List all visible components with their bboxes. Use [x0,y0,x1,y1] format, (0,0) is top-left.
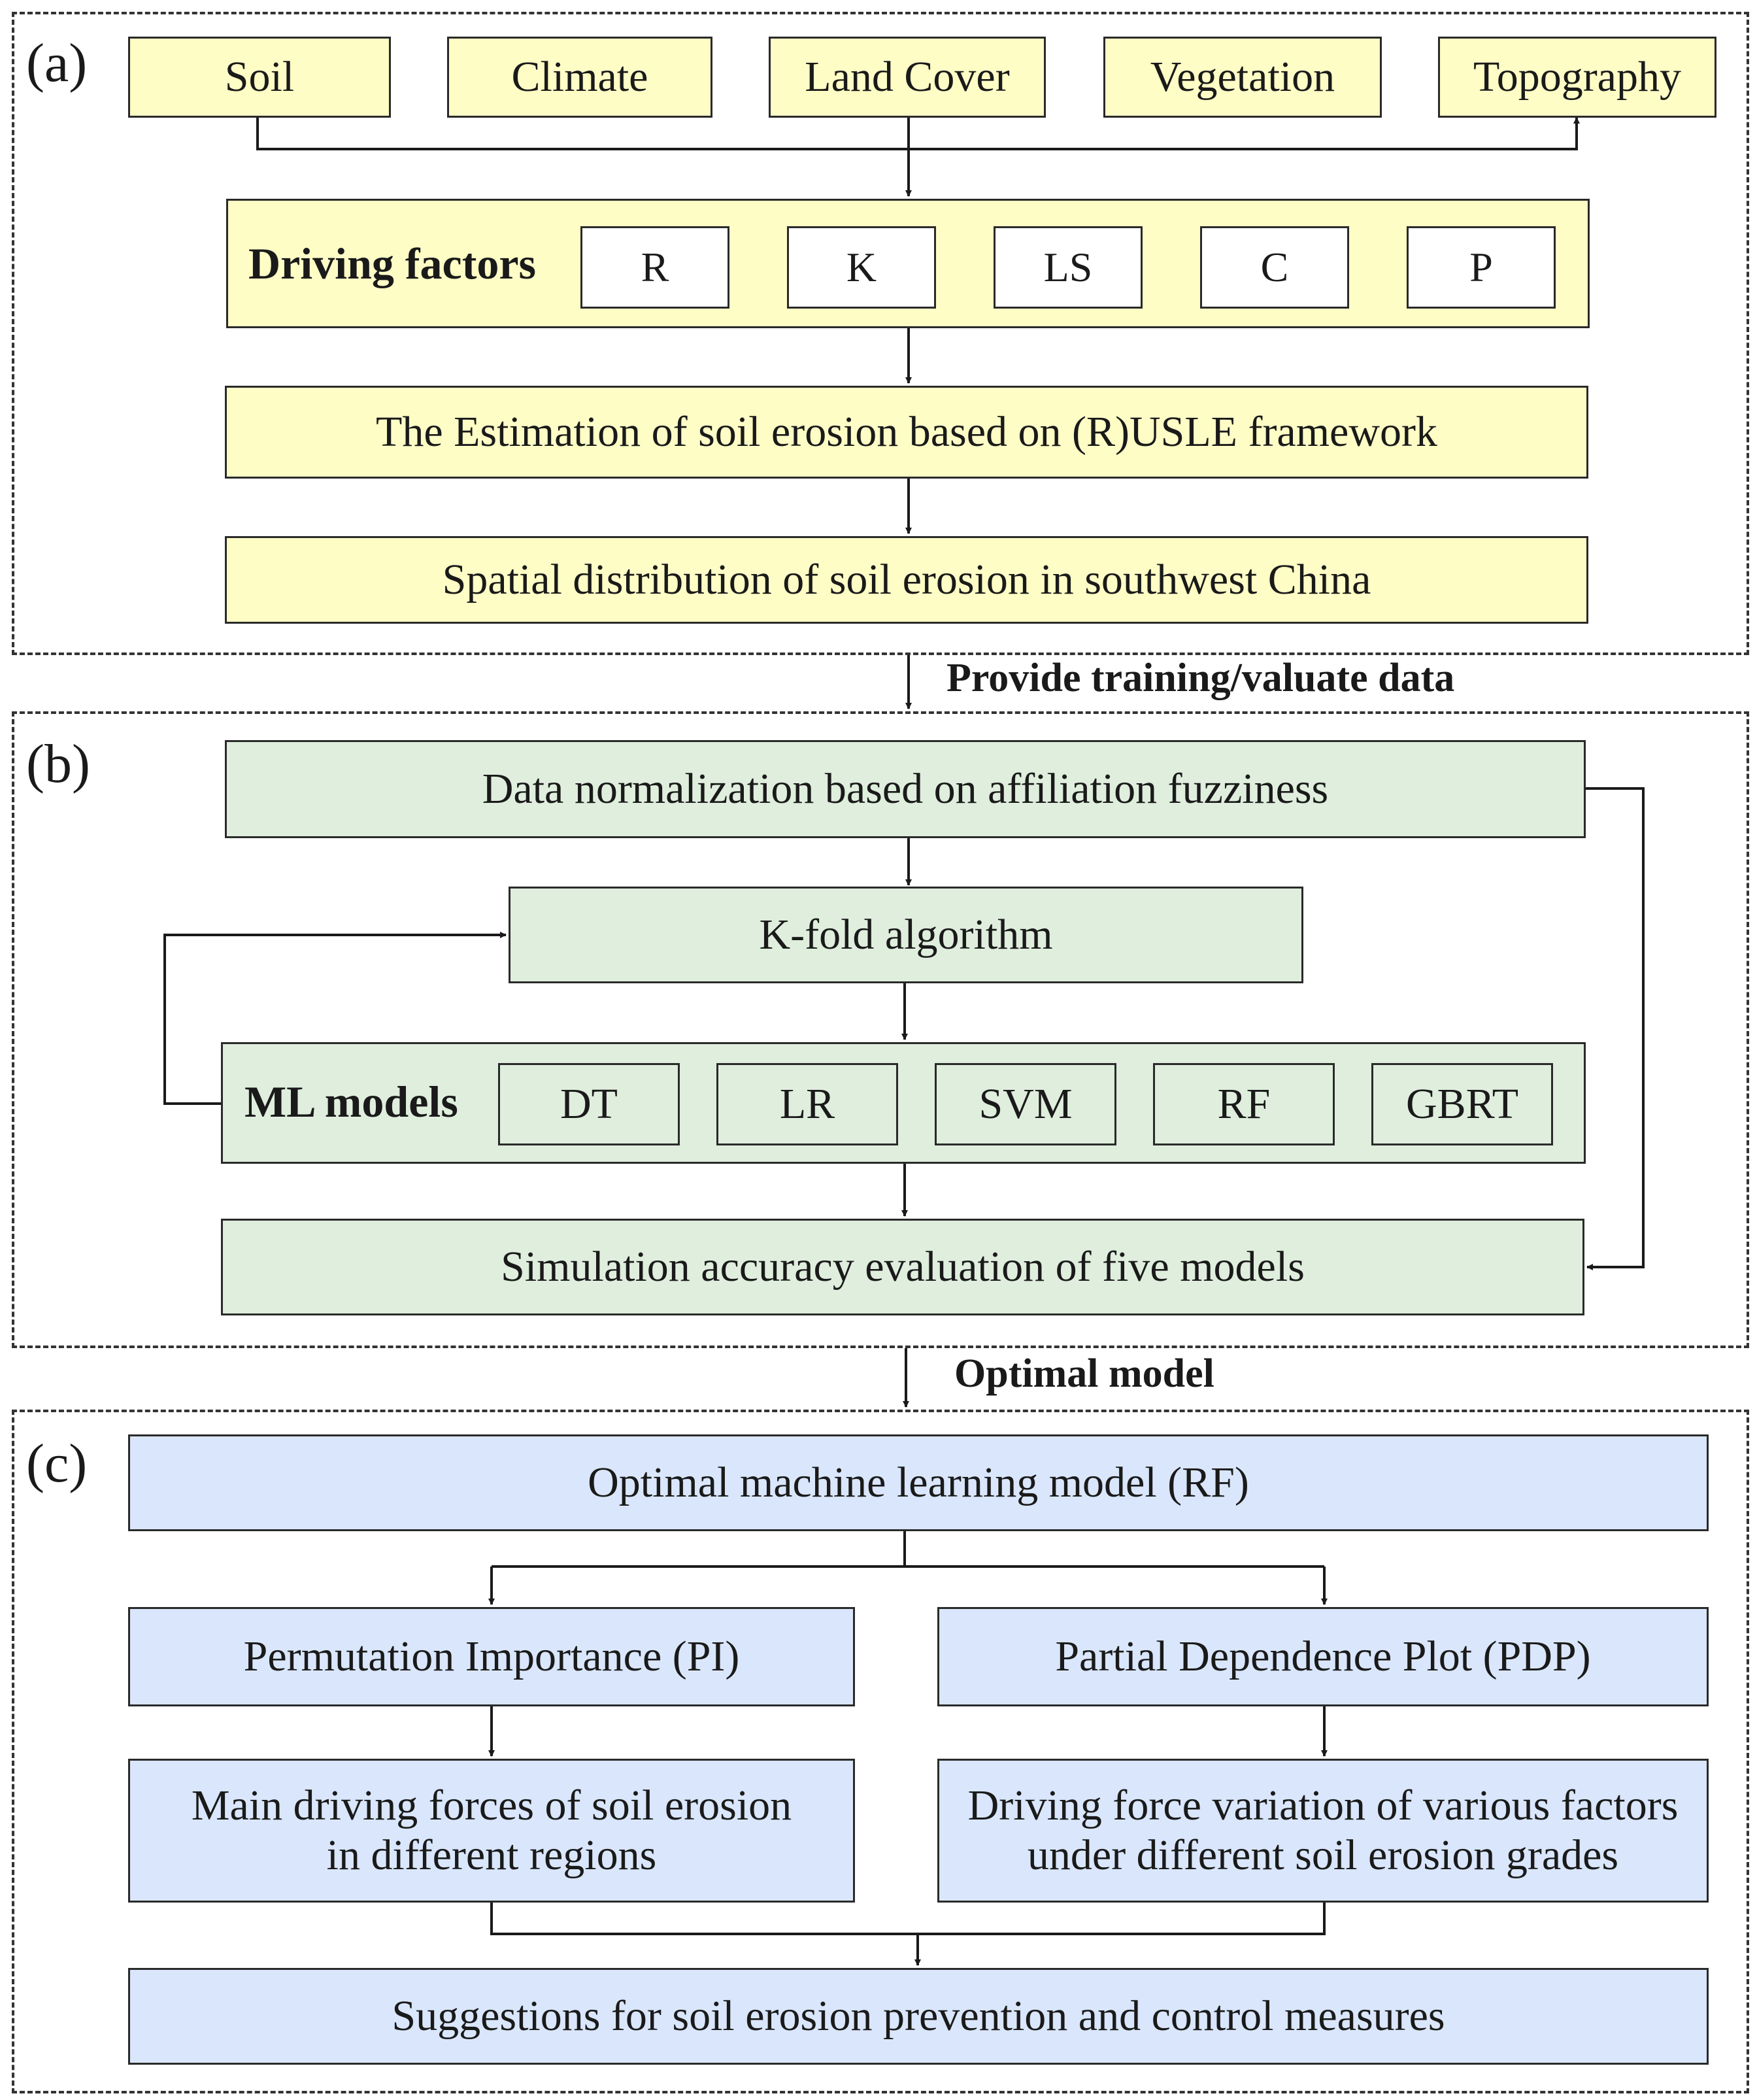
driving-force-variation-box: Driving force variation of various facto… [937,1759,1709,1903]
factor-p: P [1407,226,1556,309]
section-b-label: (b) [26,734,90,794]
main-forces-line-1: Main driving forces of soil erosion [191,1782,792,1830]
partial-dependence-box: Partial Dependence Plot (PDP) [937,1607,1709,1706]
section-a-frame [12,12,1749,655]
source-topography: Topography [1438,37,1716,118]
section-a-label: (a) [26,33,88,93]
source-land-cover: Land Cover [769,37,1046,118]
model-gbrt: GBRT [1371,1063,1553,1145]
driving-factors-title: Driving factors [248,239,537,288]
model-rf: RF [1153,1063,1335,1145]
source-climate: Climate [447,37,712,118]
link-label-optimal-model: Optimal model [954,1351,1214,1396]
section-c-label: (c) [26,1433,88,1494]
spatial-distribution-box: Spatial distribution of soil erosion in … [225,536,1588,624]
source-soil: Soil [128,37,391,118]
model-svm: SVM [935,1063,1116,1145]
ml-models-box [221,1042,1586,1164]
join-line-bottom [490,1903,1326,1935]
link-label-training-data: Provide training/valuate data [946,656,1455,700]
arrow-normalization-to-evaluation [1586,787,1645,1270]
main-forces-line-2: in different regions [326,1831,657,1879]
model-lr: LR [716,1063,898,1145]
factor-r: R [580,226,729,309]
factor-c: C [1200,226,1349,309]
source-vegetation: Vegetation [1103,37,1382,118]
variation-line-1: Driving force variation of various facto… [967,1782,1679,1830]
factor-ls: LS [994,226,1143,309]
variation-line-2: under different soil erosion grades [1027,1831,1619,1879]
rusle-estimation-box: The Estimation of soil erosion based on … [225,386,1588,479]
model-dt: DT [498,1063,680,1145]
evaluation-box: Simulation accuracy evaluation of five m… [221,1219,1584,1315]
factor-k: K [787,226,936,309]
arrow-models-loop-to-kfold [163,932,507,1105]
main-driving-forces-box: Main driving forces of soil erosion in d… [128,1759,855,1903]
kfold-box: K-fold algorithm [509,887,1303,983]
normalization-box: Data normalization based on affiliation … [225,740,1586,838]
arrow-sources-to-driving-factors [256,117,1580,150]
suggestions-box: Suggestions for soil erosion prevention … [128,1968,1709,2065]
permutation-importance-box: Permutation Importance (PI) [128,1607,855,1706]
ml-models-title: ML models [244,1077,458,1126]
section-b-frame [12,711,1749,1348]
optimal-model-box: Optimal machine learning model (RF) [128,1434,1709,1531]
section-c-frame [12,1410,1749,2093]
